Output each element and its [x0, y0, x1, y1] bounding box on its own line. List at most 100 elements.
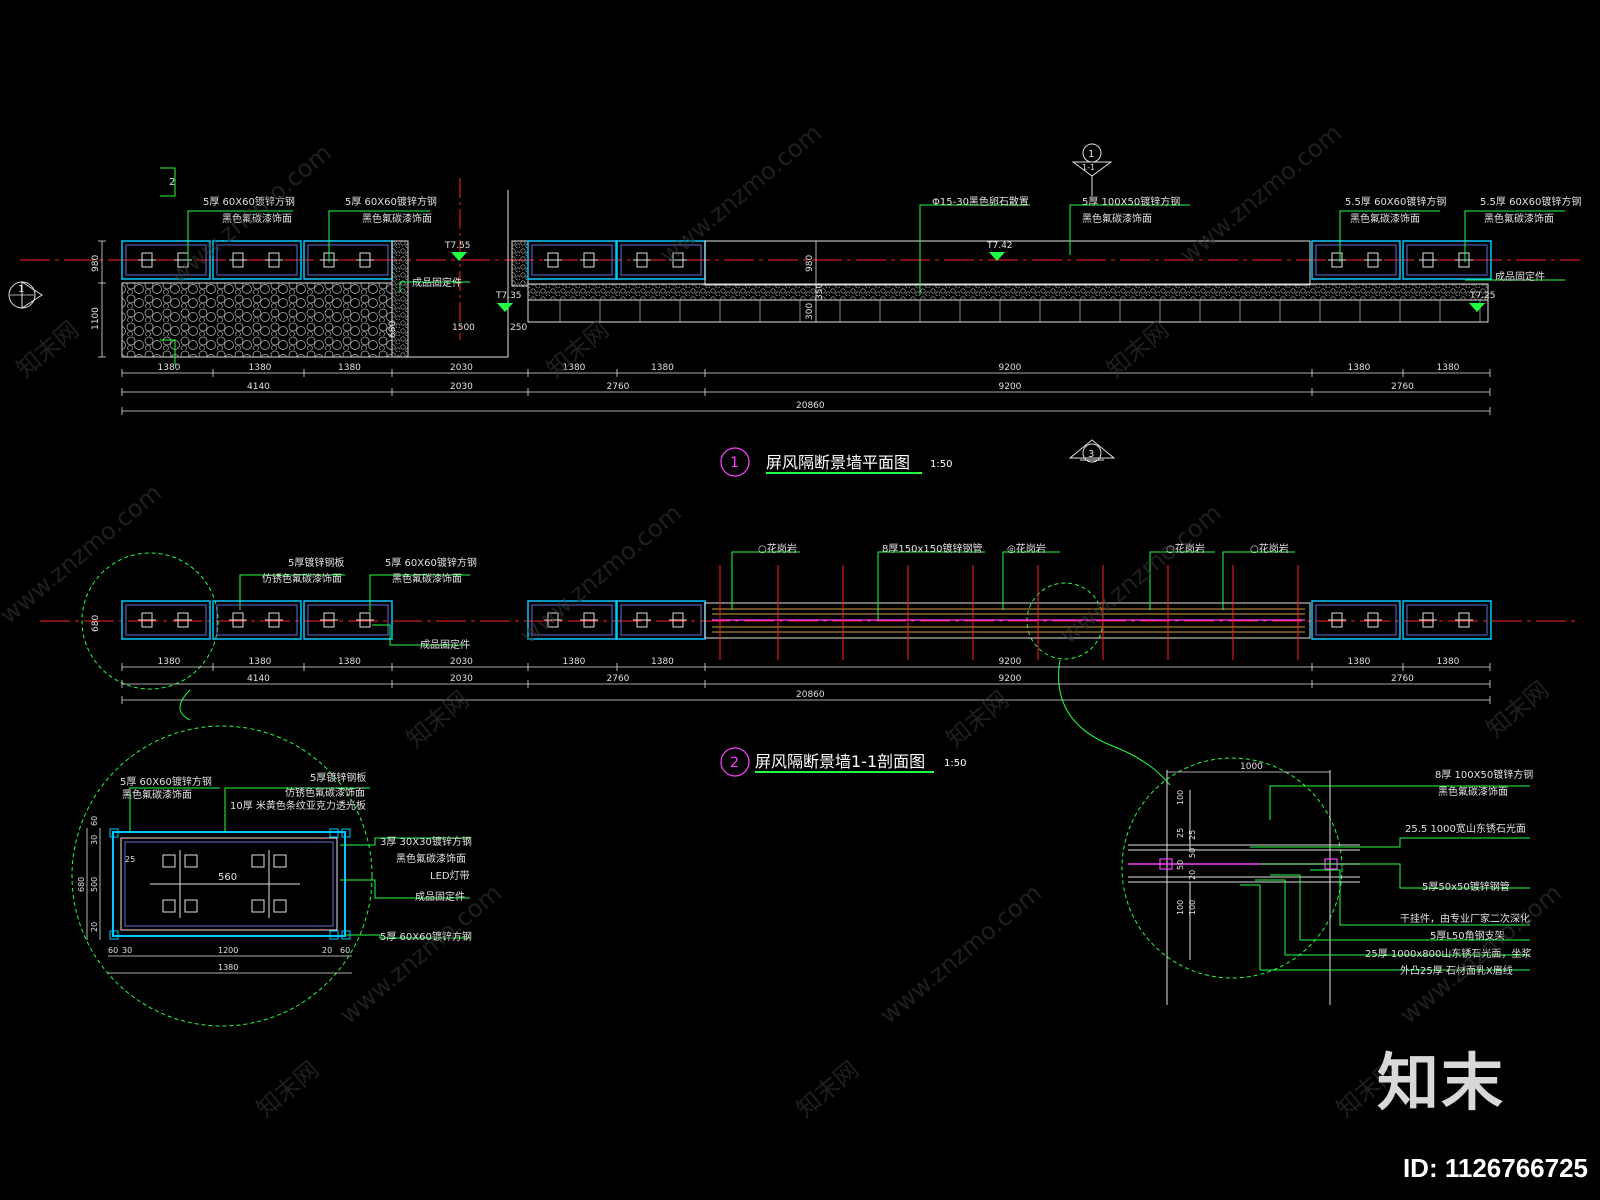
section-top-sub: 1-1 — [1082, 163, 1095, 172]
detail-right-note-e1b: 黑色氟碳漆饰面 — [1438, 785, 1508, 798]
detail-right-dim-50: 50 — [1176, 860, 1185, 870]
detail-left-note-c3c: LED灯带 — [430, 870, 470, 882]
detail-left-dim-560: 560 — [218, 872, 237, 883]
section-dim-label: 1380 — [1348, 657, 1371, 667]
plan-dim-label: 1380 — [249, 363, 272, 373]
section-note-b1: ○花岗岩 — [758, 542, 797, 555]
plan-dim-350: 350 — [815, 283, 825, 300]
section-note-b5: ○花岗岩 — [1250, 542, 1289, 555]
detail-left-dim-1200: 1200 — [218, 946, 238, 955]
section-dim-label: 9200 — [999, 674, 1022, 684]
section-dim-label: 9200 — [999, 657, 1022, 667]
detail-left-dim-30b: 30 — [122, 946, 132, 955]
section-cut-symbol-top: 1 1-1 — [1071, 143, 1113, 196]
detail-left-dim-30: 30 — [90, 835, 99, 845]
plan-dim-label: 4140 — [247, 382, 270, 392]
section-cut-symbol-side: 1 — [8, 281, 43, 309]
plan-note-4: 5厚 100X50镀锌方钢 — [1082, 195, 1180, 208]
plan-drawing: 5厚 60X60镀锌方钢 黑色氟碳漆饰面 5厚 60X60镀锌方钢 黑色氟碳漆饰… — [8, 143, 1581, 477]
plan-dim-label: 1380 — [563, 363, 586, 373]
section-dim-label: 1380 — [1437, 657, 1460, 667]
plan-note-2: 5厚 60X60镀锌方钢 — [345, 195, 437, 208]
plan-level-2: T7.42 — [986, 241, 1013, 251]
section-note-a2b: 黑色氟碳漆饰面 — [392, 572, 462, 585]
plan-title-no: 1 — [730, 455, 739, 471]
section-dim-680: 680 — [91, 615, 101, 632]
plan-dim-label: 1380 — [651, 363, 674, 373]
plan-dim-300: 300 — [805, 303, 815, 320]
detail-ref-symbol-3: 3 — [1068, 439, 1116, 463]
plan-title: 屏风隔断景墙平面图 — [766, 453, 910, 472]
plan-dim-680: 680 — [388, 321, 398, 338]
plan-dim-label: 9200 — [999, 363, 1022, 373]
plan-note-7: 成品固定件 — [1495, 270, 1545, 283]
detail-right-dim-100b: 100 — [1176, 900, 1185, 915]
section-dim-label: 2760 — [607, 674, 630, 684]
section-dim-label: 2030 — [450, 674, 473, 684]
detail-left-note-c3: 3厚 30X30镀锌方钢 — [380, 835, 472, 848]
section-note-b2: 8厚150x150镀锌钢管 — [882, 542, 982, 555]
plan-level-1: T7.55 — [444, 241, 471, 251]
plan-dim-1500: 1500 — [452, 323, 475, 333]
detail-left-note-c4: 成品固定件 — [415, 890, 465, 903]
plan-dim-label: 9200 — [999, 382, 1022, 392]
detail-left: 5厚 60X60镀锌方钢 黑色氟碳漆饰面 5厚镀锌钢板 仿锈色氟碳漆饰面 10厚… — [71, 725, 472, 1027]
section-note-b4: ○花岗岩 — [1166, 542, 1205, 555]
detail-right-note-e3: 5厚50x50镀锌钢管 — [1422, 880, 1510, 893]
detail-left-dim-60c: 60 — [340, 946, 350, 955]
detail-left-note-c2b: 仿锈色氟碳漆饰面 — [285, 786, 365, 799]
plan-note-4b: 黑色氟碳漆饰面 — [1082, 212, 1152, 225]
section-note-a3: 成品固定件 — [420, 638, 470, 651]
detail-left-dim-20b: 20 — [322, 946, 332, 955]
plan-dim-label: 2760 — [607, 382, 630, 392]
image-id: ID: 1126766725 — [1402, 1153, 1588, 1183]
detail-right-dim-100c: 100 — [1188, 900, 1197, 915]
detail-left-note-c5: 5厚 60X60镀锌方钢 — [380, 930, 472, 943]
detail-left-dim-60b: 60 — [108, 946, 118, 955]
section-dim-label: 4140 — [247, 674, 270, 684]
plan-scale: 1:50 — [930, 459, 952, 470]
section-dim-label: 20860 — [796, 690, 825, 700]
detail-right-dim-50b: 50 — [1188, 848, 1197, 858]
section-dim-label: 1380 — [158, 657, 181, 667]
plan-title-block: 1 屏风隔断景墙平面图 1:50 — [720, 447, 952, 477]
detail-left-dim-25: 25 — [125, 855, 135, 864]
detail-left-note-c2: 5厚镀锌钢板 — [310, 771, 366, 784]
plan-note-3: Φ15-30黑色卵石散置 — [932, 195, 1029, 208]
brand-logo: 知末 — [1376, 1046, 1505, 1119]
detail-left-note-c2c: 10厚 米黄色条纹亚克力透光板 — [230, 799, 366, 812]
section-top-no: 1 — [1088, 149, 1094, 160]
plan-dim-label: 1380 — [338, 363, 361, 373]
plan-note-1b: 黑色氟碳漆饰面 — [222, 212, 292, 225]
detail-left-dim-680: 680 — [77, 877, 86, 892]
side-ref-no: 1 — [18, 284, 24, 295]
section-dim-label: 1380 — [651, 657, 674, 667]
detail-right-note-e2: 25.5 1000宽山东锈石光面 — [1405, 822, 1526, 835]
plan-dim-label: 20860 — [796, 401, 825, 411]
detail-left-dim-1380: 1380 — [218, 963, 238, 972]
plan-dim-label: 1380 — [1437, 363, 1460, 373]
section-scale: 1:50 — [944, 758, 966, 769]
section-dim-label: 2760 — [1391, 674, 1414, 684]
plan-dim-1100: 1100 — [91, 307, 101, 330]
detail-right-note-e5: 5厚L50角钢支架 — [1430, 929, 1505, 942]
plan-note-8: 成品固定件 — [412, 276, 462, 289]
detail-right-dim-25b: 25 — [1188, 830, 1197, 840]
plan-note-1: 5厚 60X60镀锌方钢 — [203, 195, 295, 208]
section-note-b3: ◎花岗岩 — [1007, 542, 1046, 555]
plan-note-6b: 黑色氟碳漆饰面 — [1484, 212, 1554, 225]
section-note-a1b: 仿锈色氟碳漆饰面 — [262, 572, 342, 585]
plan-note-2b: 黑色氟碳漆饰面 — [362, 212, 432, 225]
plan-dim-980: 980 — [91, 255, 101, 272]
plan-dim-label: 1380 — [158, 363, 181, 373]
plan-dim-250: 250 — [510, 323, 527, 333]
plan-dim-label: 2030 — [450, 382, 473, 392]
detail-right-note-e6: 25厚 1000x800山东锈石光面，坐浆 — [1365, 947, 1531, 960]
section-dim-label: 1380 — [338, 657, 361, 667]
detail-right-dim-100: 100 — [1176, 790, 1185, 805]
section-title-no: 2 — [730, 755, 739, 771]
detail-right-note-e4: 干挂件，由专业厂家二次深化 — [1400, 912, 1530, 925]
plan-note-5: 5.5厚 60X60镀锌方钢 — [1345, 195, 1446, 208]
detail-left-dim-20: 20 — [90, 922, 99, 932]
detail-left-dim-60: 60 — [90, 816, 99, 826]
